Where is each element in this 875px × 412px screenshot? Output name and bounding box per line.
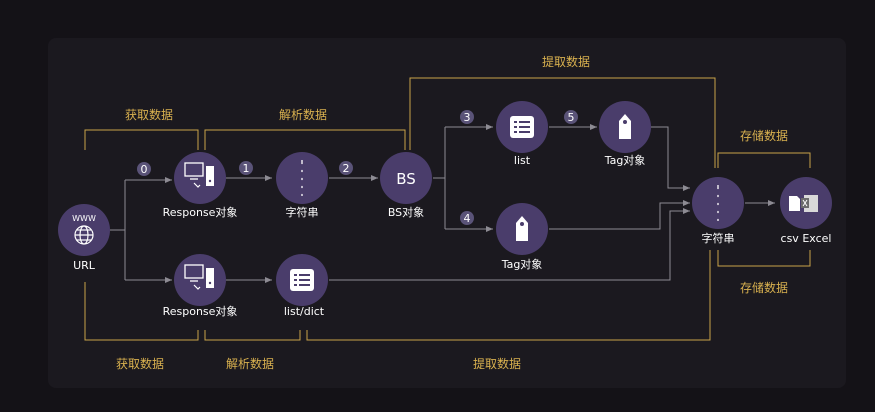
beads-icon xyxy=(299,160,305,196)
tag-icon xyxy=(516,216,528,241)
node-response-top-label: Response对象 xyxy=(163,205,238,219)
node-string-top: 字符串 xyxy=(276,152,328,219)
www-text: WWW xyxy=(72,214,96,223)
node-list-label: list xyxy=(514,154,531,167)
node-tag-mid: Tag对象 xyxy=(496,203,548,271)
node-csv-excel-label: csv Excel xyxy=(781,232,832,245)
step-badge-3: 3 xyxy=(460,110,474,124)
node-url: WWW URL xyxy=(58,204,110,272)
computer-server-icon xyxy=(184,162,214,188)
document-excel-icon xyxy=(789,195,818,212)
node-response-bottom-label: Response对象 xyxy=(163,304,238,318)
node-string-right-label: 字符串 xyxy=(702,231,735,245)
bracket-label-extract-bottom: 提取数据 xyxy=(473,356,521,371)
step-badge-1: 1 xyxy=(239,161,253,175)
svg-text:2: 2 xyxy=(343,162,350,175)
list-icon xyxy=(290,269,314,291)
node-url-label: URL xyxy=(73,259,96,272)
step-badge-0: 0 xyxy=(137,162,151,176)
node-bs-label: BS对象 xyxy=(388,205,424,219)
node-response-top: Response对象 xyxy=(163,152,238,219)
node-csv-excel: csv Excel xyxy=(780,177,832,245)
node-response-bottom: Response对象 xyxy=(163,254,238,318)
node-list-dict: list/dict xyxy=(276,254,328,318)
bracket-label-parse-top: 解析数据 xyxy=(279,107,327,122)
node-string-top-label: 字符串 xyxy=(286,205,319,219)
node-tag-mid-label: Tag对象 xyxy=(501,257,543,271)
node-list: list xyxy=(496,101,548,167)
computer-server-icon xyxy=(184,264,214,290)
bracket-label-store-bottom: 存储数据 xyxy=(740,280,788,295)
step-badge-2: 2 xyxy=(339,161,353,175)
svg-text:0: 0 xyxy=(141,163,148,176)
bracket-label-fetch-top: 获取数据 xyxy=(125,107,173,122)
beads-icon xyxy=(715,185,721,221)
bracket-label-fetch-bottom: 获取数据 xyxy=(116,356,164,371)
bracket-label-parse-bottom: 解析数据 xyxy=(226,356,274,371)
step-badge-5: 5 xyxy=(564,110,578,124)
svg-text:1: 1 xyxy=(243,162,250,175)
step-badges: 0 1 2 3 4 5 xyxy=(137,110,578,225)
node-tag-top: Tag对象 xyxy=(599,101,651,167)
svg-text:5: 5 xyxy=(568,111,575,124)
node-list-dict-label: list/dict xyxy=(284,305,325,318)
bracket-label-extract-top: 提取数据 xyxy=(542,54,590,69)
node-tag-top-label: Tag对象 xyxy=(604,153,646,167)
globe-icon xyxy=(74,225,94,245)
node-string-right: 字符串 xyxy=(692,177,744,245)
list-icon xyxy=(510,116,534,138)
svg-text:3: 3 xyxy=(464,111,471,124)
tag-icon xyxy=(619,114,631,139)
flow-connectors xyxy=(110,124,775,283)
bracket-label-store-top: 存储数据 xyxy=(740,128,788,143)
node-bs: BS BS对象 xyxy=(380,152,432,219)
svg-text:4: 4 xyxy=(464,212,471,225)
stage-brackets xyxy=(84,77,811,341)
step-badge-4: 4 xyxy=(460,211,474,225)
bs-icon-text: BS xyxy=(396,170,416,188)
